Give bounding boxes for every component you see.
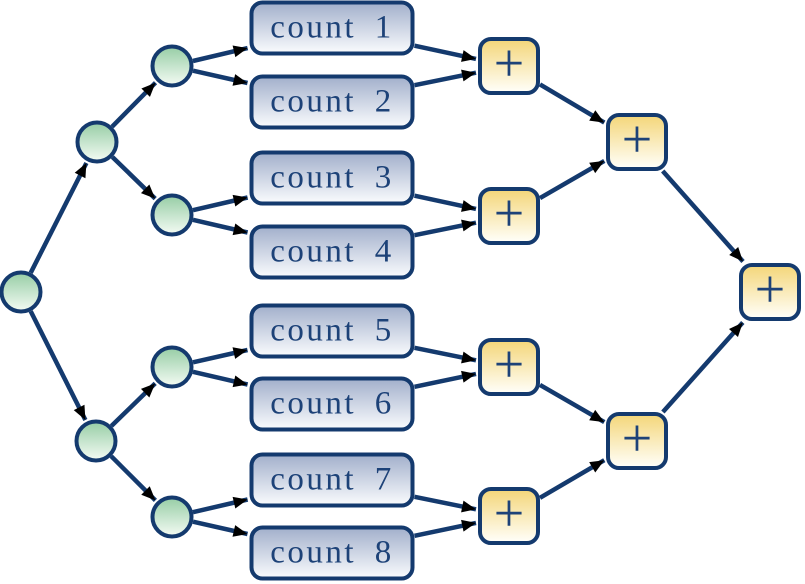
- edge-arrow: [414, 519, 477, 539]
- fork-node-2: [150, 193, 194, 237]
- edge-arrow: [109, 454, 157, 502]
- fork-node-root: [0, 270, 43, 314]
- edge-arrow: [414, 345, 477, 364]
- edge-arrow: [414, 69, 477, 88]
- plus-symbol: +: [493, 33, 525, 93]
- fork-node-lower: [74, 419, 118, 463]
- count-label: count 1: [270, 9, 394, 46]
- edge-arrow: [109, 381, 157, 428]
- edge-arrow: [414, 370, 477, 390]
- count-box-3: count 3: [249, 150, 415, 206]
- edge-arrow: [414, 193, 477, 212]
- count-label: count 5: [270, 312, 394, 349]
- edge-arrow: [661, 169, 745, 263]
- edge-arrow: [192, 45, 249, 64]
- plus-symbol: +: [754, 259, 786, 319]
- edge-arrow: [538, 458, 606, 500]
- count-box-6: count 6: [249, 376, 415, 432]
- edge-arrow: [192, 519, 248, 537]
- count-box-2: count 2: [249, 74, 415, 130]
- sum-box-2: +: [478, 183, 540, 245]
- edge-arrow: [538, 82, 606, 125]
- edge-arrow: [110, 155, 157, 201]
- fork-node-upper: [75, 120, 119, 164]
- edge-arrow: [414, 219, 477, 238]
- count-box-7: count 7: [249, 452, 415, 508]
- count-label: count 8: [270, 534, 394, 571]
- edge-arrow: [192, 217, 249, 236]
- fork-node-3: [150, 345, 194, 389]
- edge-arrow: [661, 321, 745, 414]
- edge-arrow: [192, 68, 248, 86]
- plus-symbol: +: [621, 408, 653, 468]
- plus-symbol: +: [493, 183, 525, 243]
- edge-arrow: [192, 369, 249, 388]
- plus-symbol: +: [493, 483, 525, 543]
- edge-arrow: [538, 382, 606, 425]
- count-box-8: count 8: [249, 525, 415, 581]
- edge-arrow: [28, 161, 89, 274]
- edge-arrow: [414, 494, 477, 513]
- count-label: count 3: [270, 159, 394, 196]
- sum-box-4: +: [478, 483, 540, 545]
- edge-arrow: [110, 81, 158, 129]
- count-box-5: count 5: [249, 303, 415, 359]
- edge-arrow: [414, 43, 477, 62]
- count-label: count 6: [270, 385, 394, 422]
- count-label: count 7: [270, 461, 394, 498]
- sum-box-lower: +: [606, 408, 668, 470]
- sum-box-final: +: [739, 259, 801, 321]
- sum-box-upper: +: [606, 109, 668, 171]
- edge-arrow: [192, 194, 249, 213]
- plus-symbol: +: [621, 109, 653, 169]
- count-box-1: count 1: [249, 0, 415, 56]
- sum-box-1: +: [478, 33, 540, 95]
- fork-node-4: [150, 495, 194, 539]
- edge-arrow: [192, 347, 248, 365]
- edge-arrow: [28, 310, 88, 422]
- count-box-4: count 4: [249, 224, 415, 280]
- fork-node-1: [150, 44, 194, 88]
- count-label: count 4: [270, 233, 394, 270]
- edge-arrow: [192, 496, 249, 515]
- plus-symbol: +: [493, 334, 525, 394]
- count-label: count 2: [270, 83, 394, 120]
- sum-box-3: +: [478, 334, 540, 396]
- edge-arrow: [538, 158, 606, 201]
